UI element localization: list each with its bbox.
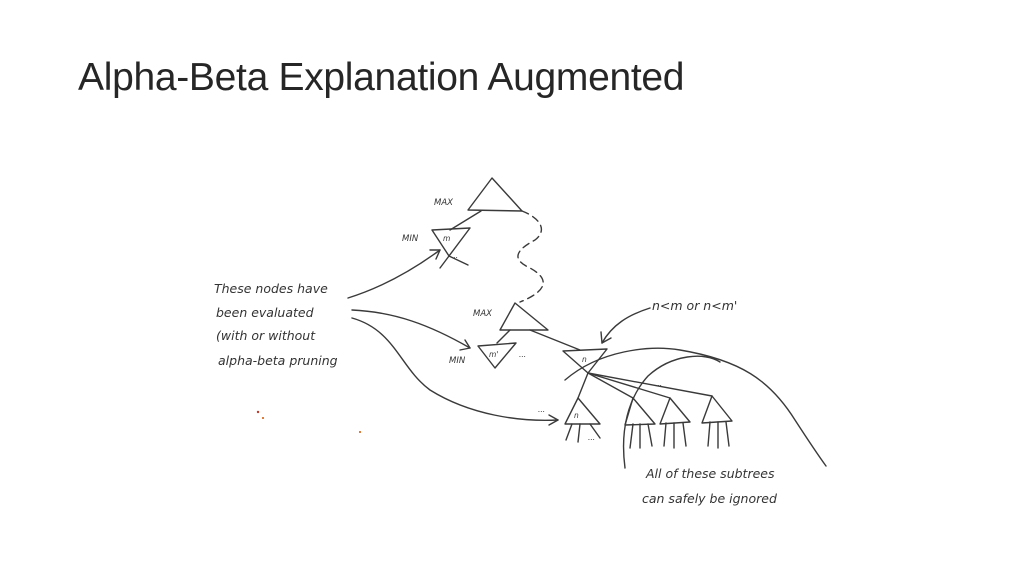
edge-max-to-min-mid	[496, 329, 511, 344]
min-node-mid	[477, 342, 517, 369]
note-left-line-1: These nodes have	[214, 281, 328, 296]
ellipsis-top: ...	[451, 251, 458, 260]
speck-1	[256, 410, 260, 414]
max-label-mid: MAX	[473, 309, 492, 319]
slide-title: Alpha-Beta Explanation Augmented	[78, 56, 685, 99]
n-node-lower	[564, 397, 601, 443]
ignored-subtree-1	[624, 397, 656, 449]
edge-n-child2	[587, 372, 634, 399]
arrowhead-n-lower	[548, 414, 559, 426]
note-left-line-3: (with or without	[216, 328, 316, 343]
edge-n-child4	[587, 372, 713, 397]
n-label-upper: n	[582, 355, 587, 364]
ellipsis-mid: ...	[519, 350, 526, 359]
edge-n-child3	[587, 372, 671, 399]
edge-max-to-min-top	[449, 210, 482, 231]
dashed-path	[517, 210, 544, 303]
note-left: These nodes have been evaluated (with or…	[214, 281, 338, 368]
max-label-top: MAX	[434, 198, 453, 208]
note-left-line-2: been evaluated	[216, 305, 314, 320]
min-node-top	[431, 227, 471, 269]
arrow-to-top-min	[347, 249, 441, 299]
enclosing-curve-inner	[622, 355, 721, 469]
note-left-line-4: alpha-beta pruning	[218, 353, 338, 368]
ellipsis-lower: ...	[588, 433, 595, 442]
arrowhead-condition	[600, 331, 612, 344]
ignored-subtree-2	[659, 397, 691, 449]
ellipsis-left: ...	[538, 405, 545, 414]
speck-3	[359, 431, 361, 433]
edge-max-to-n	[529, 329, 581, 351]
arrow-to-mid-min	[351, 309, 471, 349]
edge-n-child1	[577, 372, 589, 399]
arrow-condition	[601, 307, 651, 344]
m-label: m	[443, 234, 450, 243]
enclosing-curve-outer	[564, 347, 827, 467]
arrow-to-n-lower	[351, 317, 559, 422]
min-label-mid: MIN	[449, 356, 466, 366]
min-label-top: MIN	[402, 234, 419, 244]
ellipsis-upper: ...	[655, 379, 662, 388]
n-node-upper	[562, 348, 608, 374]
max-node-mid	[499, 302, 549, 331]
condition-note: n<m or n<m'	[652, 298, 737, 313]
note-right: All of these subtrees can safely be igno…	[642, 466, 777, 506]
speck-2	[262, 417, 264, 419]
arrowhead-mid-min	[459, 339, 471, 351]
note-right-line-1: All of these subtrees	[645, 466, 775, 481]
m-prime-label: m'	[489, 350, 498, 359]
note-right-line-2: can safely be ignored	[642, 491, 777, 506]
arrowhead-top-min	[429, 249, 441, 260]
max-node-top	[467, 177, 523, 212]
n-label-lower: n	[574, 411, 579, 420]
ignored-subtree-3	[701, 395, 733, 449]
